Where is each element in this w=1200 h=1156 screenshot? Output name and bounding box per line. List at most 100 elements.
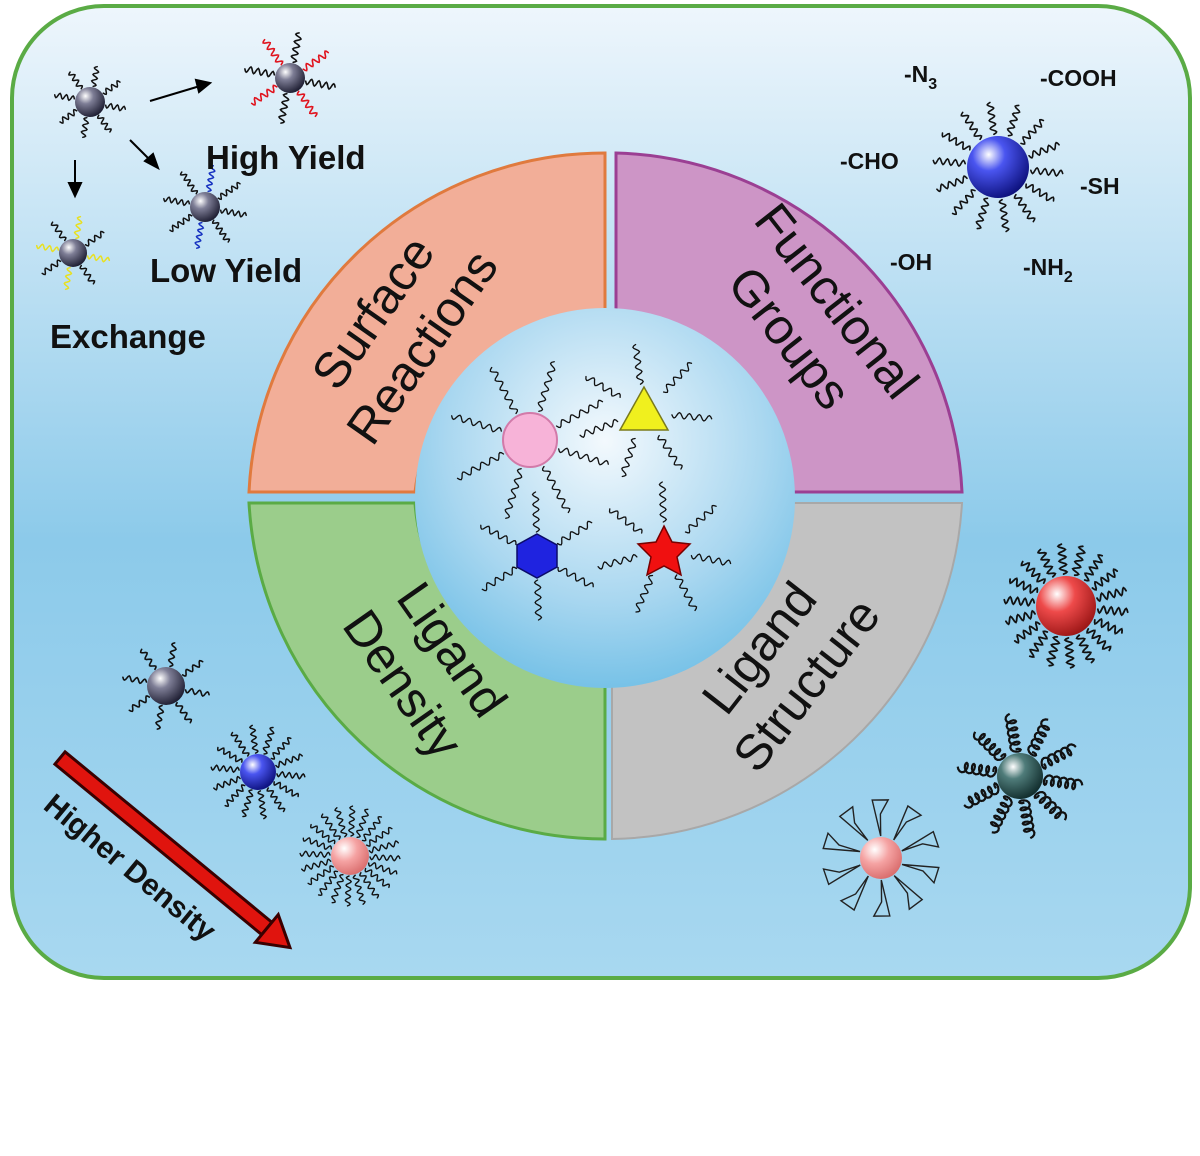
high-yield-nanoparticle (275, 63, 305, 93)
helix-chain (989, 795, 1013, 834)
ligand-chain (1083, 554, 1104, 582)
ligand-chain (480, 524, 517, 546)
ligand-chain (597, 553, 638, 570)
low-yield-label: Low Yield (150, 252, 302, 289)
dendron-chain (822, 831, 861, 853)
ligand-chain (1020, 118, 1045, 145)
ligand-chain (1028, 141, 1060, 159)
ligand-chain (139, 648, 157, 671)
ligand-chain (122, 675, 148, 685)
ligand-chain (257, 790, 268, 820)
ligand-chain (290, 32, 303, 64)
ligand-chain (344, 875, 353, 907)
ligand-chain (369, 853, 401, 862)
ligand-chain (301, 858, 332, 872)
ligand-chain (35, 243, 60, 253)
exchange-source-nanoparticle (75, 87, 105, 117)
ligand-chain (241, 789, 254, 818)
n3-label: -N3 (904, 61, 937, 93)
ligand-chain (1020, 560, 1046, 584)
ligand-chain (355, 808, 369, 838)
ligand-chain (68, 71, 84, 90)
ligand-chain (556, 520, 593, 546)
ligand-chain (96, 114, 112, 133)
ligand-chain (302, 50, 330, 72)
ligand-chain (451, 414, 502, 433)
ligand-chain (224, 784, 246, 807)
ligand-chain (309, 823, 336, 845)
ligand-chain (275, 753, 303, 769)
ligand-chain (1013, 193, 1036, 223)
blue-hexagon-core (516, 533, 558, 579)
ligand-chain (307, 865, 334, 886)
dendron-chain (871, 799, 890, 837)
ligand-chain (489, 366, 519, 415)
ligand-chain (211, 219, 231, 243)
red-star-core (636, 524, 692, 577)
ligand-chain (1096, 604, 1129, 617)
ligand-chain (951, 189, 976, 216)
helix-nanoparticle (997, 753, 1043, 799)
ligand-chain (84, 230, 105, 247)
ligand-chain (347, 805, 356, 837)
helix-chain (1040, 743, 1077, 770)
arrow-head-high (194, 78, 213, 94)
ligand-chain (266, 787, 286, 813)
ligand-chain (537, 361, 556, 412)
ligand-chain (1045, 635, 1061, 667)
helix-chain (1042, 774, 1084, 791)
ligand-chain (331, 874, 345, 904)
ligand-chain (317, 870, 339, 897)
ligand-chain (1030, 166, 1064, 177)
center-particles (451, 343, 732, 621)
ligand-chain (662, 362, 693, 394)
ligand-chain (941, 132, 971, 151)
low-density-nanoparticle (147, 667, 185, 705)
ligand-chain (585, 375, 621, 399)
ligand-chain (102, 80, 121, 96)
ligand-chain (541, 465, 571, 514)
ligand-chain (1036, 548, 1057, 578)
ligand-chain (364, 867, 391, 889)
ligand-chain (657, 434, 683, 470)
ligand-chain (579, 418, 619, 438)
ligand-chain (504, 468, 523, 519)
dendron-chain (901, 863, 940, 885)
oh-label: -OH (890, 249, 932, 275)
ligand-chain (1075, 634, 1096, 664)
ligand-chain (1091, 568, 1119, 591)
ligand-chain (270, 737, 292, 760)
ligand-chain (531, 491, 541, 533)
ligand-chain (1063, 637, 1076, 669)
exchange-label: Exchange (50, 318, 206, 355)
ligand-chain (184, 687, 210, 697)
ligand-chain (73, 215, 83, 240)
ligand-chain (80, 116, 90, 139)
dendron-chain (893, 875, 924, 911)
ligand-chain (250, 84, 278, 106)
helix-chain (972, 731, 1007, 762)
ligand-chain (1096, 586, 1127, 603)
ligand-chain (558, 447, 609, 466)
ligand-chain (205, 165, 216, 193)
pink-circle-core (502, 412, 558, 468)
ligand-chain (1056, 543, 1069, 575)
ligand-chain (219, 207, 247, 218)
ligand-structure-region (822, 543, 1129, 917)
high-density-nanoparticle (331, 837, 369, 875)
ligand-chain (320, 813, 341, 840)
sh-label: -SH (1080, 173, 1120, 199)
ligand-chain (230, 731, 250, 757)
center-disc (415, 308, 795, 688)
ligand-chain (456, 451, 505, 481)
ligand-chain (262, 38, 284, 66)
ligand-chain (216, 746, 243, 763)
ligand-chain (1003, 595, 1036, 608)
dendron-chain (872, 879, 891, 917)
ligand-chain (104, 102, 127, 112)
yellow-triangle-core (618, 385, 670, 431)
ligand-chain (276, 770, 306, 780)
exchange-region: High Yield Low Yield Exchange (35, 32, 366, 355)
functional-nanoparticle (967, 136, 1029, 198)
